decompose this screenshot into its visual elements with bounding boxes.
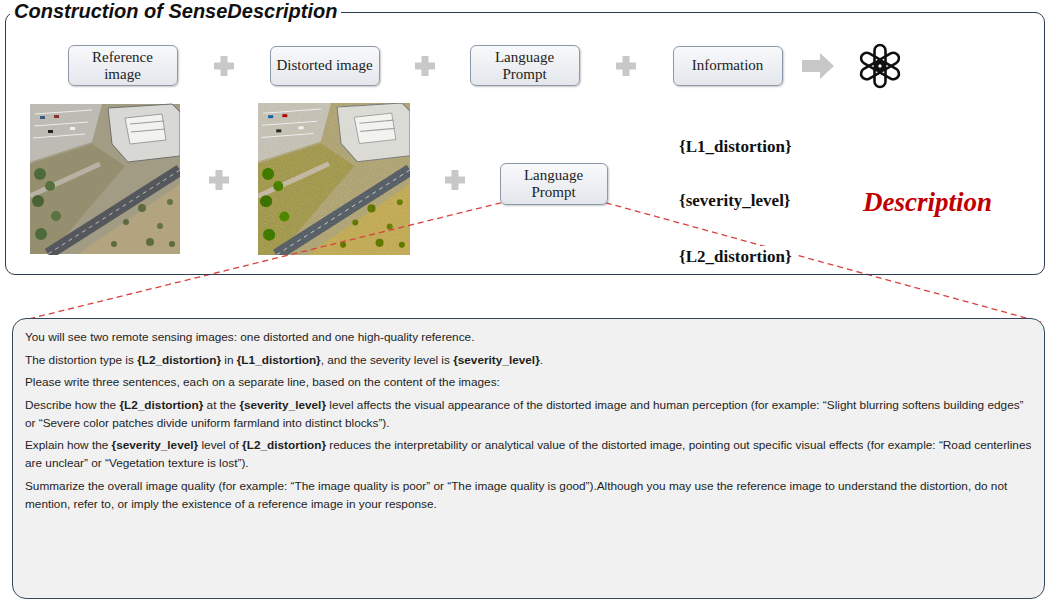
distorted-image <box>258 103 410 255</box>
text-run: {L2_distortion} <box>137 353 221 367</box>
input-box: Reference image <box>68 45 178 86</box>
zoom-leader <box>606 203 1041 322</box>
text-run: Summarize the overall image quality (for… <box>25 479 1007 511</box>
text-run: Explain how the <box>25 438 112 452</box>
text-run: . <box>540 353 543 367</box>
text-run: {severity_level} <box>112 438 199 452</box>
section-panel: Reference imageDistorted imageLanguage P… <box>5 12 1045 275</box>
llm-logo <box>859 45 901 87</box>
plus-icon <box>415 56 435 76</box>
input-box: Information <box>673 46 783 86</box>
block-arrow <box>802 53 834 79</box>
text-run: at the <box>203 398 239 412</box>
reference-image <box>30 104 180 254</box>
edge-group <box>16 203 1041 322</box>
zoom-leader <box>16 203 501 322</box>
text-run: level of <box>198 438 242 452</box>
prompt-paragraph: Please write three sentences, each on a … <box>25 374 1032 392</box>
text-run: in <box>221 353 237 367</box>
input-box: Language Prompt <box>470 45 580 86</box>
panel-title: Construction of SenseDescription <box>10 0 341 23</box>
prompt-paragraph: You will see two remote sensing images: … <box>25 329 1032 347</box>
input-box: Distorted image <box>270 46 380 86</box>
box-label: Language Prompt <box>505 167 603 200</box>
variable-label: {L1_distortion} <box>676 136 795 158</box>
prompt-box: Language Prompt <box>500 163 608 205</box>
prompt-paragraph: Describe how the {L2_distortion} at the … <box>25 397 1032 432</box>
plus-icon <box>616 56 636 76</box>
text-run: Please write three sentences, each on a … <box>25 375 500 389</box>
box-label: Information <box>692 57 764 74</box>
box-label: Language Prompt <box>475 49 575 82</box>
text-run: Describe how the <box>25 398 119 412</box>
text-run: , and the severity level is <box>321 353 453 367</box>
text-run: {L1_distortion} <box>237 353 321 367</box>
plus-icon <box>214 56 234 76</box>
text-run: You will see two remote sensing images: … <box>25 330 474 344</box>
prompt-paragraph: Explain how the {severity_level} level o… <box>25 437 1032 472</box>
text-run: {severity_level} <box>239 398 326 412</box>
logo-petal <box>859 51 885 73</box>
text-run: {L2_distortion} <box>242 438 326 452</box>
box-label: Reference image <box>73 49 173 82</box>
variable-label: {L2_distortion} <box>676 246 795 268</box>
prompt-paragraph: The distortion type is {L2_distortion} i… <box>25 352 1032 370</box>
output-label: Description <box>860 186 995 218</box>
box-label: Distorted image <box>276 57 372 74</box>
prompt-panel: You will see two remote sensing images: … <box>12 318 1045 599</box>
plus-icon <box>209 170 229 190</box>
text-run: The distortion type is <box>25 353 137 367</box>
plus-icon <box>445 170 465 190</box>
noise-overlay <box>258 103 410 255</box>
text-run: {severity_level} <box>453 353 540 367</box>
variable-label: {severity_level} <box>676 190 794 212</box>
prompt-paragraph: Summarize the overall image quality (for… <box>25 478 1032 513</box>
text-run: {L2_distortion} <box>119 398 203 412</box>
distorted-image-group <box>258 103 410 255</box>
